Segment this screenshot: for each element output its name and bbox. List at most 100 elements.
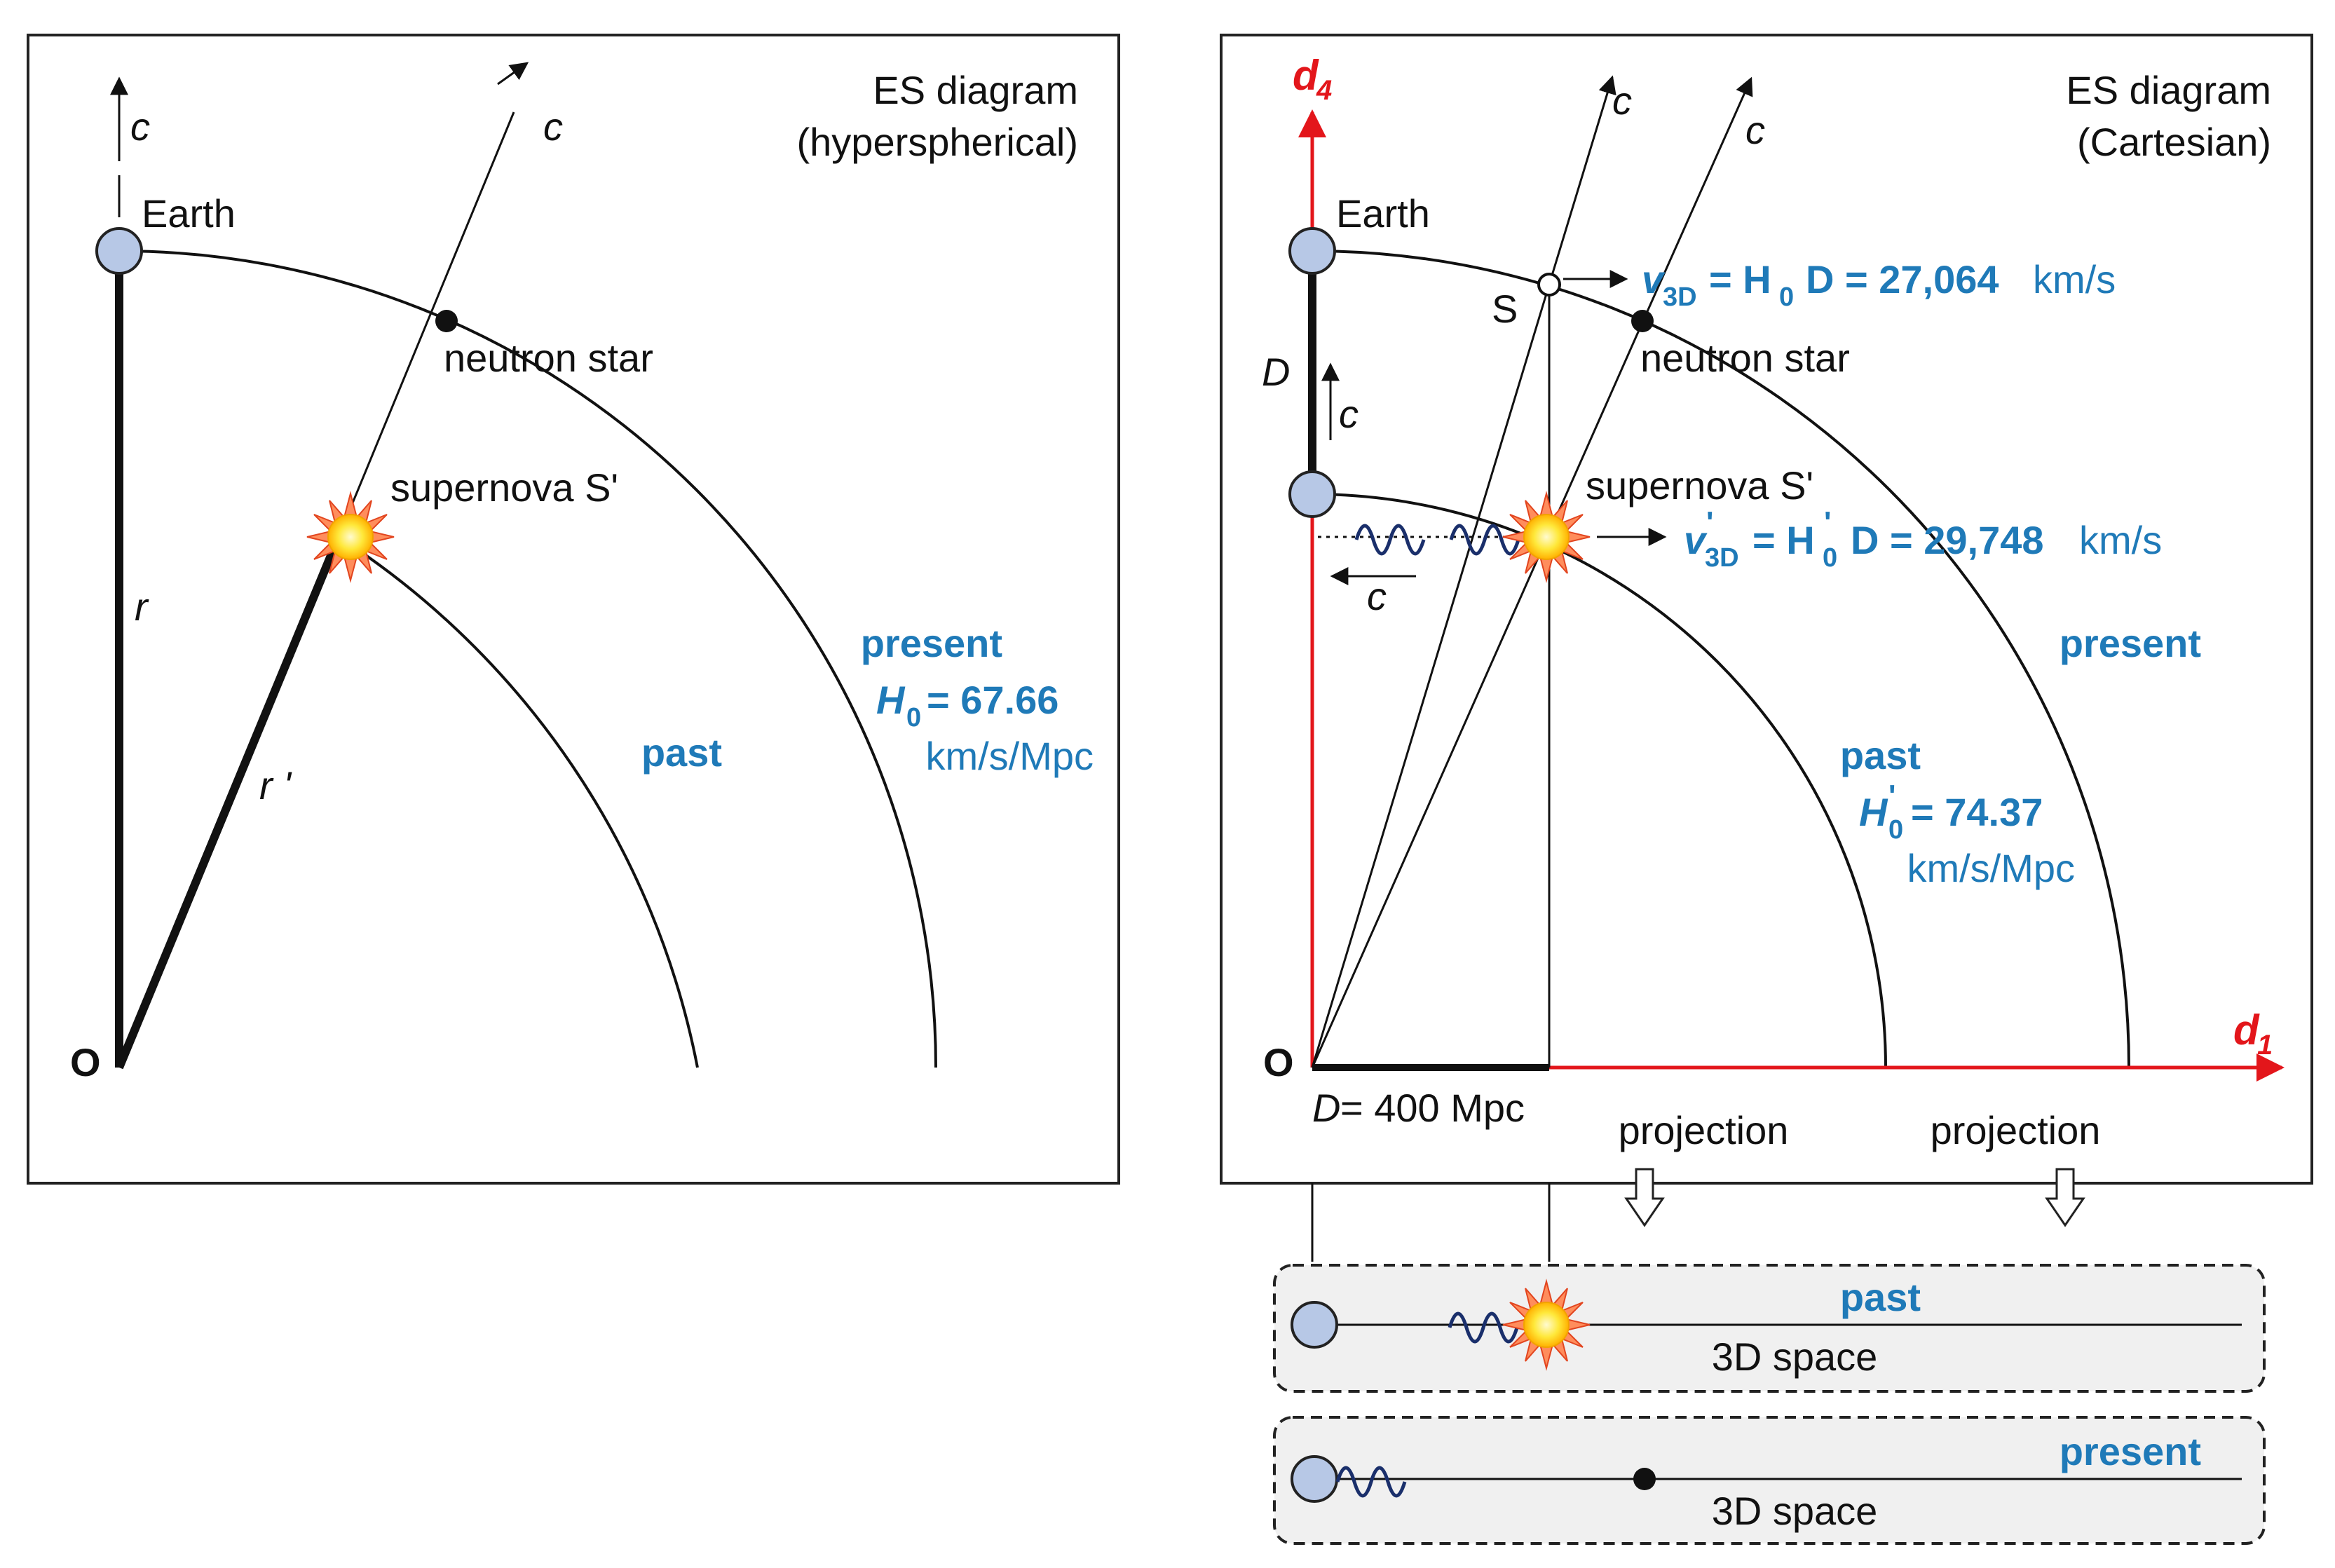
projection-arrow-2-icon <box>2045 1168 2085 1227</box>
left-unit: km/s/Mpc <box>925 734 1094 778</box>
v3d-prime-equation: v ' 3D = H ' 0 D = 29,748 km/s <box>1684 505 2162 573</box>
s-label: S <box>1492 287 1518 331</box>
v3d-value: D = 27,064 <box>1806 257 1999 301</box>
present-space-label: present <box>2060 1429 2201 1473</box>
right-present-label: present <box>2060 621 2201 665</box>
left-panel: ES diagram (hyperspherical) c c Earth ne… <box>27 34 1120 1185</box>
vp-sub: 3D <box>1705 543 1739 573</box>
right-ray-s-c-arrow <box>1548 75 1616 285</box>
present-space-frame <box>1273 1416 2266 1545</box>
left-origin-label: O <box>70 1040 101 1084</box>
right-unit: km/s/Mpc <box>1907 846 2075 890</box>
left-present-label: present <box>861 621 1002 665</box>
past-earth-icon <box>1291 1301 1338 1349</box>
right-earth-past-icon <box>1288 470 1336 518</box>
left-c-diag: c <box>543 104 563 149</box>
right-supernova-icon <box>1502 491 1591 583</box>
right-d-label: D <box>1262 350 1290 394</box>
s-point-icon <box>1537 273 1561 296</box>
past-space-text: 3D space <box>1712 1335 1878 1379</box>
left-earth-icon <box>95 227 143 275</box>
right-neutron-star-label: neutron star <box>1640 336 1850 380</box>
right-neutron-star-icon <box>1631 310 1654 332</box>
present-wave-icon <box>1335 1466 1407 1498</box>
left-neutron-star-icon <box>435 310 458 332</box>
v3d-unit: km/s <box>2033 257 2116 301</box>
past-wave-icon <box>1448 1311 1519 1344</box>
right-earth-present-icon <box>1288 227 1336 275</box>
left-panel-frame <box>27 34 1120 1185</box>
vp-value: D = 29,748 <box>1851 518 2044 562</box>
vp-eq-sub: 0 <box>1823 543 1837 573</box>
d-value: = 400 Mpc <box>1340 1086 1525 1130</box>
past-supernova-icon <box>1502 1279 1591 1371</box>
left-past-arc <box>337 536 699 1068</box>
left-present-arc <box>118 250 937 1068</box>
left-radius-r-prime <box>115 535 343 1070</box>
axis-d1-sub: 1 <box>2257 1030 2273 1061</box>
d-value-symbol: D <box>1312 1086 1340 1130</box>
right-present-arc <box>1312 250 2130 1068</box>
right-panel-frame <box>1220 34 2313 1185</box>
left-diag-c-arrow <box>497 62 529 86</box>
left-h0-sub: 0 <box>906 703 921 732</box>
left-h0-symbol: H <box>876 678 906 722</box>
right-c-left: c <box>1367 574 1387 618</box>
right-earth-label: Earth <box>1336 191 1430 236</box>
vp-eq: = H <box>1752 518 1815 562</box>
projection-label-2: projection <box>1931 1108 2101 1152</box>
left-supernova-icon <box>306 491 395 583</box>
v3d-equation: v 3D = H 0 D = 27,064 km/s <box>1642 257 2116 312</box>
vp-prime: ' <box>1706 505 1713 540</box>
right-past-arc <box>1312 493 1887 1068</box>
h0p-sub: 0 <box>1888 815 1903 845</box>
right-c-ray1: c <box>1612 79 1632 123</box>
past-space-panel: past 3D space <box>1273 1264 2266 1393</box>
present-space-panel: present 3D space <box>1273 1416 2266 1545</box>
left-r-prime-label: r ' <box>259 763 292 807</box>
right-ray-to-s <box>1311 284 1551 1068</box>
left-neutron-star-label: neutron star <box>444 336 653 380</box>
right-c-up: c <box>1339 392 1359 436</box>
past-space-frame <box>1273 1264 2266 1393</box>
projection-label-1: projection <box>1619 1108 1789 1152</box>
left-title-line1: ES diagram <box>873 68 1078 112</box>
right-supernova-label: supernova S' <box>1586 463 1813 507</box>
right-title-line1: ES diagram <box>2066 68 2271 112</box>
present-space-text: 3D space <box>1712 1489 1878 1533</box>
v3d-eq-sub: 0 <box>1779 282 1794 312</box>
left-past-label: past <box>641 730 722 775</box>
projection-arrow-1-icon <box>1624 1168 1665 1227</box>
h0p-symbol: H <box>1859 790 1888 834</box>
present-earth-icon <box>1291 1455 1338 1503</box>
past-space-label: past <box>1840 1275 1921 1319</box>
right-title-line2: (Cartesian) <box>2077 120 2271 164</box>
vp-eq-prime: ' <box>1824 505 1831 540</box>
h0p-value: = 74.37 <box>1911 790 2043 834</box>
v3d-eq: = H <box>1709 257 1771 301</box>
left-c-up: c <box>130 104 150 149</box>
present-neutron-star-icon <box>1633 1468 1656 1490</box>
left-light-path <box>337 111 515 538</box>
right-ray-neutron-c-arrow <box>1641 76 1753 323</box>
left-h0-value: = 67.66 <box>927 678 1058 722</box>
left-title-line2: (hyperspherical) <box>797 120 1079 164</box>
wave-1-icon <box>1354 524 1426 556</box>
right-c-ray2: c <box>1745 108 1765 152</box>
v3d-sub: 3D <box>1663 282 1697 312</box>
v3d-symbol: v <box>1642 257 1666 301</box>
left-supernova-label: supernova S' <box>390 465 618 510</box>
axis-d4-label: d <box>1293 52 1319 99</box>
wave-2-icon <box>1449 524 1520 556</box>
right-origin-label: O <box>1263 1040 1294 1084</box>
left-earth-label: Earth <box>142 191 236 236</box>
vp-symbol: v <box>1684 518 1708 562</box>
axis-d1-label: d <box>2233 1007 2260 1054</box>
right-ray-to-neutron <box>1311 322 1644 1068</box>
right-past-label: past <box>1840 733 1921 777</box>
vp-unit: km/s <box>2079 518 2162 562</box>
h0p-prime: ' <box>1888 779 1895 813</box>
left-r-label: r <box>135 585 149 629</box>
right-panel: ES diagram (Cartesian) d 4 d 1 c c Earth… <box>1220 34 2313 1185</box>
